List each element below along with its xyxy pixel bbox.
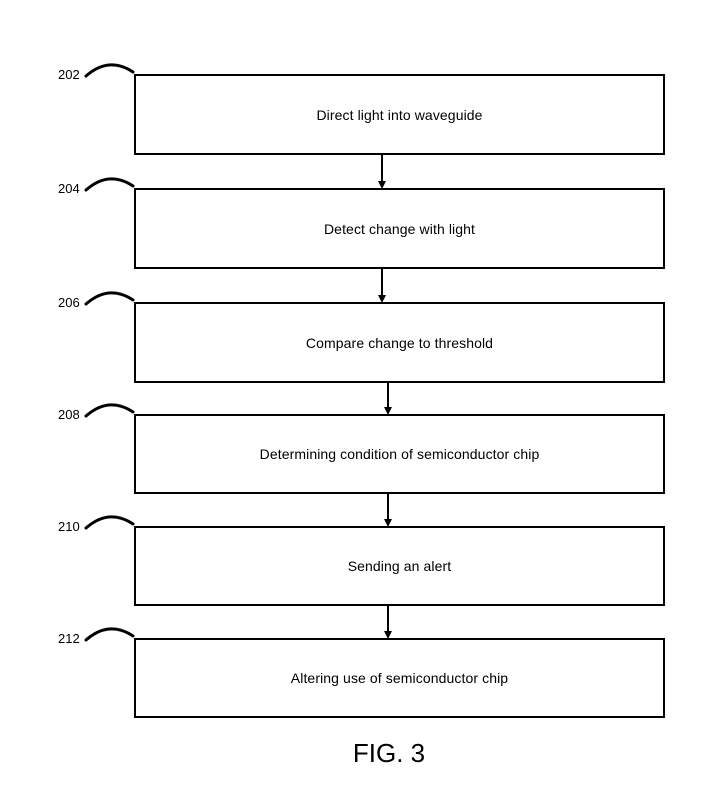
ref-label-210: 210 (58, 519, 80, 534)
ref-label-202: 202 (58, 67, 80, 82)
step-box-210: Sending an alert (134, 526, 665, 606)
leader-curve-208 (84, 403, 135, 418)
figure-title: FIG. 3 (352, 738, 426, 768)
leader-curve-204 (84, 177, 135, 192)
step-text-212: Altering use of semiconductor chip (290, 670, 509, 686)
step-box-212: Altering use of semiconductor chip (134, 638, 665, 718)
leader-curve-212 (84, 627, 135, 642)
leader-curve-206 (84, 291, 135, 306)
ref-label-206: 206 (58, 295, 80, 310)
step-text-208: Determining condition of semiconductor c… (259, 446, 540, 462)
step-text-206: Compare change to threshold (305, 334, 494, 351)
leader-curve-210 (84, 515, 135, 530)
step-text-204: Detect change with light (323, 220, 476, 237)
step-box-206: Compare change to threshold (134, 302, 665, 383)
ref-label-204: 204 (58, 181, 80, 196)
step-text-210: Sending an alert (347, 558, 452, 574)
step-box-202: Direct light into waveguide (134, 74, 665, 155)
step-text-202: Direct light into waveguide (316, 106, 483, 123)
ref-label-208: 208 (58, 407, 80, 422)
ref-label-212: 212 (58, 631, 80, 646)
step-box-204: Detect change with light (134, 188, 665, 269)
step-box-208: Determining condition of semiconductor c… (134, 414, 665, 494)
leader-curve-202 (84, 63, 135, 78)
